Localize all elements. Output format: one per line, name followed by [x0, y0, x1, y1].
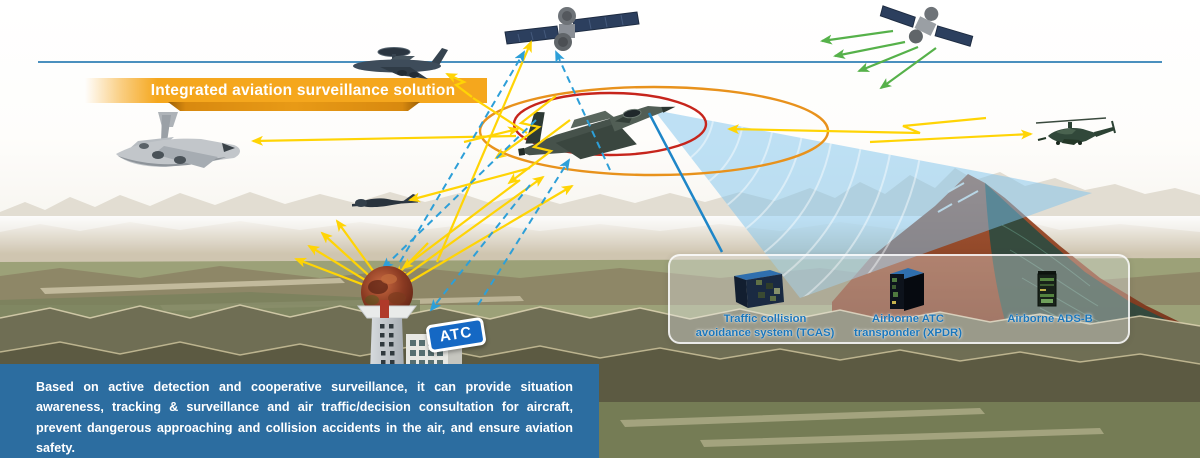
- communication-satellite-icon: [504, 7, 640, 51]
- radar-dome-icon: [361, 266, 413, 318]
- xpdr-device-icon: [890, 268, 924, 311]
- description-text: Based on active detection and cooperativ…: [36, 380, 573, 456]
- jet-equipment-link-line: [647, 112, 724, 253]
- description-box: Based on active detection and cooperativ…: [0, 364, 599, 458]
- adsb-device-icon: [1037, 271, 1057, 307]
- fighter-jet-icon: [518, 106, 676, 160]
- blue-dashed-link-arrows: [381, 50, 611, 312]
- equipment-panel: Traffic collision avoidance system (TCAS…: [668, 254, 1130, 344]
- navigation-satellite-icon: [879, 5, 974, 47]
- green-gnss-arrows: [820, 29, 937, 90]
- xpdr-label: Airborne ATC transponder (XPDR): [854, 313, 962, 339]
- helicopter-icon: [1035, 117, 1116, 145]
- atc-tower-icon: [357, 266, 462, 372]
- tcas-device-icon: [734, 270, 784, 308]
- adsb-label: Airborne ADS-B: [1007, 313, 1093, 325]
- uav-icon: [352, 194, 418, 208]
- transport-aircraft-icon: [116, 112, 240, 168]
- banner-ribbon: Integrated aviation surveillance solutio…: [85, 78, 487, 103]
- banner-ribbon-fold: [168, 102, 420, 111]
- tcas-label: Traffic collision avoidance system (TCAS…: [695, 313, 835, 339]
- banner-title: Integrated aviation surveillance solutio…: [150, 82, 456, 99]
- radar-beam: [654, 110, 1092, 298]
- awacs-aircraft-icon: [353, 47, 448, 79]
